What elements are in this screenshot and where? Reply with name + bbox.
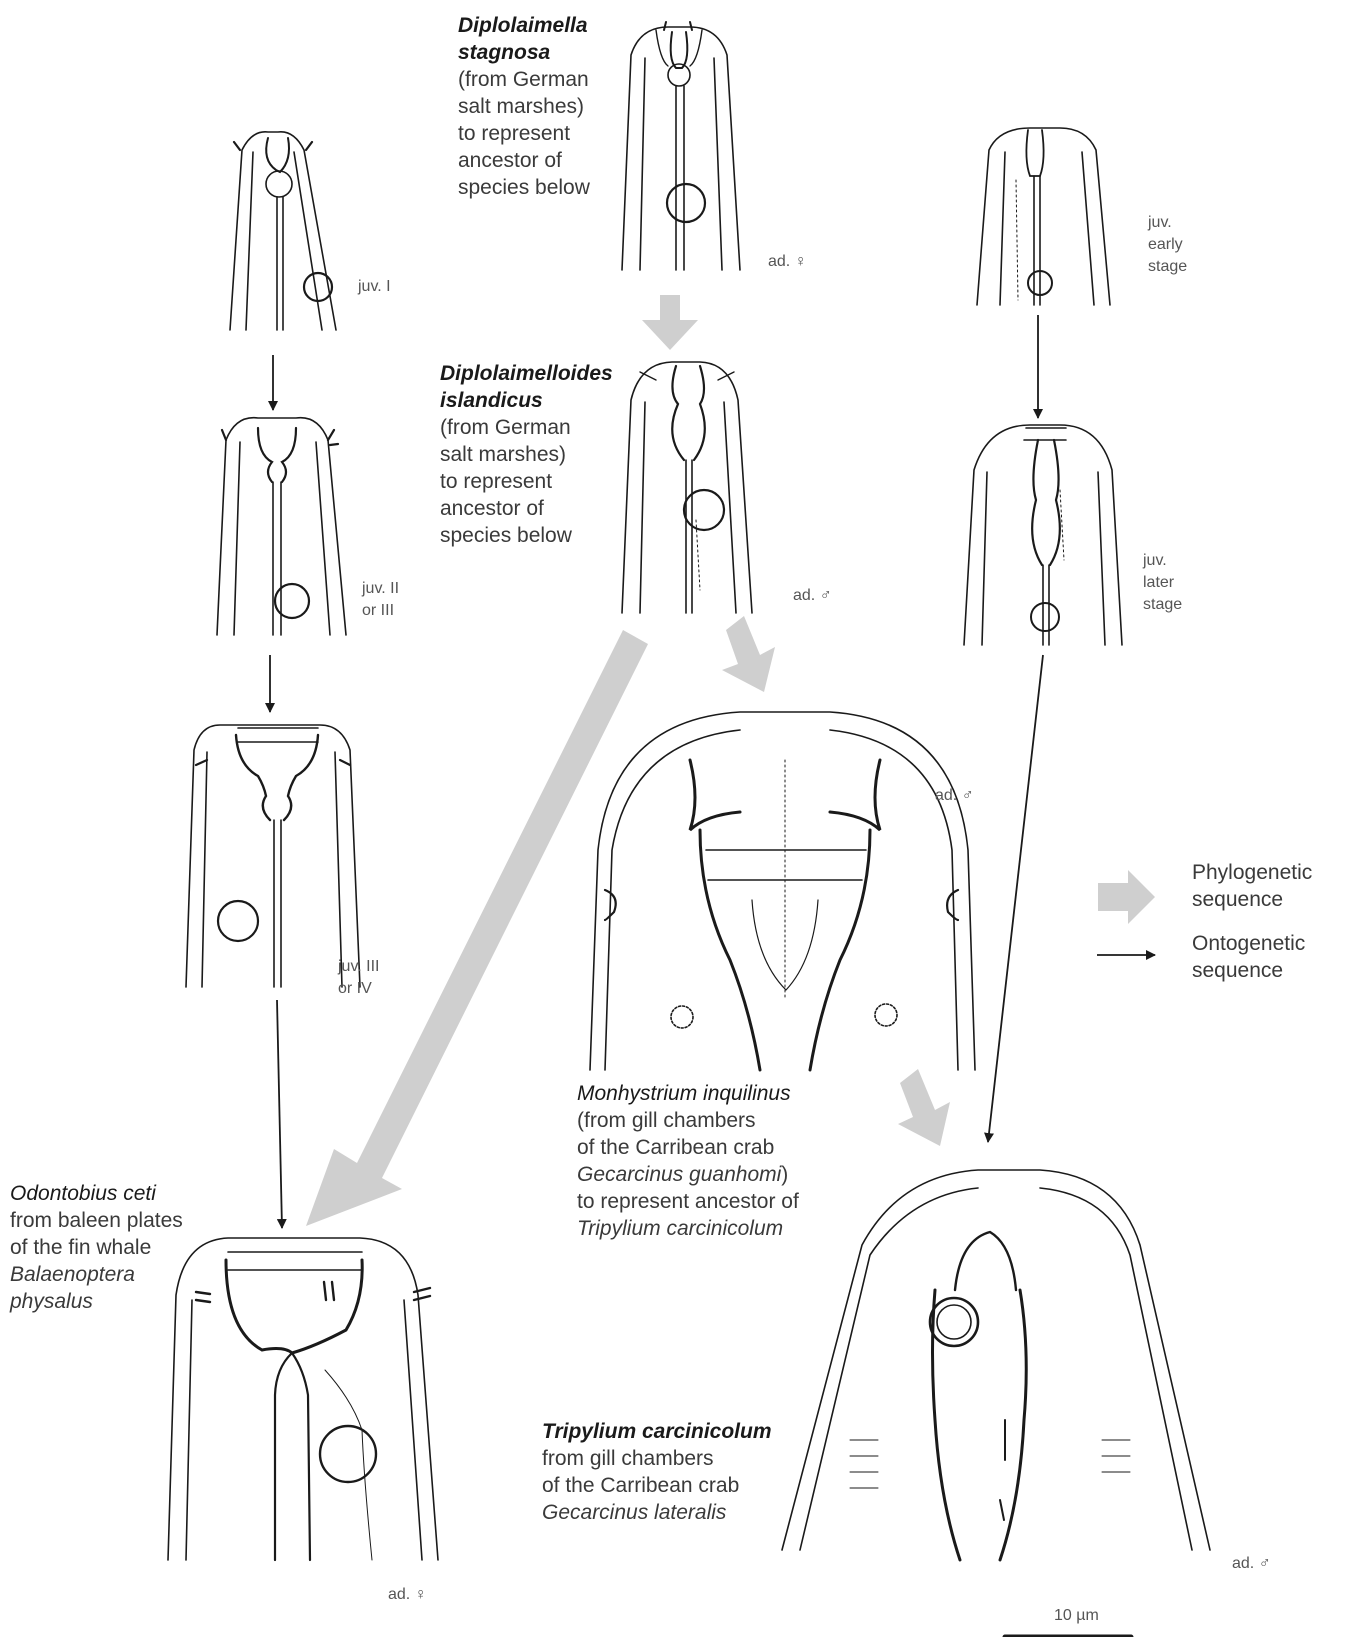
stage-ad-stagnosa: ad. ♀ — [768, 251, 807, 273]
stage-juv3: juv. III or IV — [338, 956, 380, 1000]
label-tripylium: Tripylium carcinicolum from gill chamber… — [542, 1418, 772, 1526]
label-islandicus: Diplolaimelloides islandicus (from Germa… — [440, 360, 613, 549]
stage-ad-odontobius: ad. ♀ — [388, 1584, 427, 1606]
stage-juv1: juv. I — [358, 276, 391, 298]
legend-ontogenetic: Ontogenetic sequence — [1192, 930, 1305, 984]
drawing-inquilinus — [590, 712, 975, 1070]
stage-juv-later: juv. later stage — [1143, 550, 1182, 616]
drawing-stagnosa — [622, 22, 740, 270]
drawing-juv-later — [964, 425, 1122, 645]
stage-juv-early: juv. early stage — [1148, 212, 1187, 278]
stage-ad-tripylium: ad. ♂ — [1232, 1553, 1271, 1575]
species-name: stagnosa — [458, 39, 590, 66]
phylo-arrow-islandicus-to-inquilinus — [722, 616, 775, 692]
scale-bar-label: 10 µm — [1054, 1605, 1099, 1627]
label-inquilinus: Monhystrium inquilinus (from gill chambe… — [577, 1080, 799, 1242]
drawing-odontobius — [168, 1238, 438, 1560]
label-odontobius: Odontobius ceti from baleen plates of th… — [10, 1180, 183, 1315]
stage-ad-islandicus: ad. ♂ — [793, 585, 832, 607]
species-name: Diplolaimelloides — [440, 360, 613, 387]
species-name: Odontobius ceti — [10, 1180, 183, 1207]
drawing-juv2 — [217, 418, 346, 635]
drawing-tripylium — [782, 1170, 1210, 1560]
species-name: Diplolaimella — [458, 12, 590, 39]
phylo-arrow-inquilinus-to-tripylium — [898, 1069, 950, 1146]
species-name: Monhystrium inquilinus — [577, 1080, 799, 1107]
stage-ad-inquilinus: ad. ♂ — [935, 785, 974, 807]
label-stagnosa: Diplolaimella stagnosa (from German salt… — [458, 12, 590, 201]
drawing-juv3 — [186, 725, 360, 987]
onto-arrow-juv3-to-adult — [277, 1000, 282, 1228]
drawing-juv-early — [977, 128, 1110, 305]
phylo-arrow-stagnosa-to-islandicus — [642, 295, 698, 350]
drawing-islandicus — [622, 362, 752, 613]
stage-juv2: juv. II or III — [362, 578, 399, 622]
species-name: Tripylium carcinicolum — [542, 1418, 772, 1445]
species-name: islandicus — [440, 387, 613, 414]
legend-phylo-arrow — [1098, 870, 1155, 924]
drawing-juv1 — [230, 132, 336, 330]
onto-arrow-later-to-tripylium — [988, 655, 1043, 1142]
legend-phylogenetic: Phylogenetic sequence — [1192, 859, 1312, 913]
